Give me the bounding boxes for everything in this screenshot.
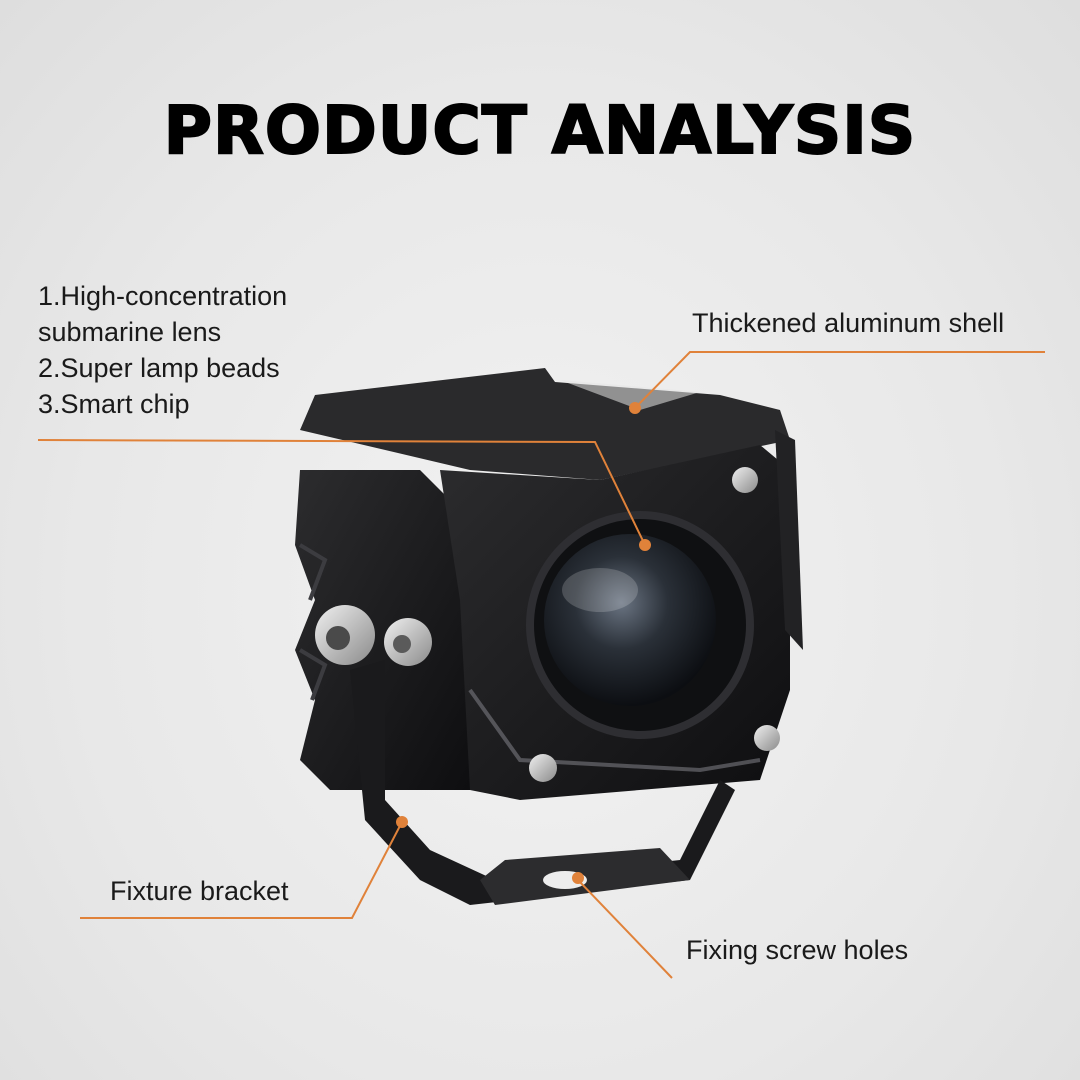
- lens-icon: [544, 534, 716, 706]
- callout-line-holes: [577, 879, 673, 979]
- feature-line: submarine lens: [38, 317, 222, 347]
- feature-line: 1.High-concentration: [38, 281, 288, 311]
- lens-reflection: [562, 568, 638, 612]
- callout-line-features: [37, 439, 646, 546]
- page-title: PRODUCT ANALYSIS: [163, 91, 917, 170]
- callout-dot: [396, 816, 408, 828]
- holes-callout-label: Fixing screw holes: [686, 935, 909, 965]
- led-strip: [468, 688, 761, 773]
- front-screw-icon: [754, 725, 780, 751]
- lamp-heat-sink: [295, 470, 470, 790]
- shell-side-flap: [775, 430, 803, 650]
- feature-line: 2.Super lamp beads: [38, 353, 280, 383]
- shell-callout-label: Thickened aluminum shell: [692, 308, 1005, 338]
- bracket-callout-label: Fixture bracket: [110, 876, 289, 906]
- side-bolt-socket: [326, 626, 350, 650]
- callout-line-bracket: [80, 821, 403, 919]
- callout-dot: [639, 539, 651, 551]
- feature-list: 1.High-concentration submarine lens 2.Su…: [38, 278, 287, 422]
- feature-line: 3.Smart chip: [38, 389, 190, 419]
- callout-line-shell: [634, 351, 1045, 409]
- shell-top-highlight: [560, 380, 700, 410]
- side-bolt-socket: [393, 635, 411, 653]
- callout-dot: [629, 402, 641, 414]
- front-screw-icon: [732, 467, 758, 493]
- callout-dot: [572, 872, 584, 884]
- lamp-fin-highlight: [298, 543, 328, 701]
- front-screw-icon: [529, 754, 557, 782]
